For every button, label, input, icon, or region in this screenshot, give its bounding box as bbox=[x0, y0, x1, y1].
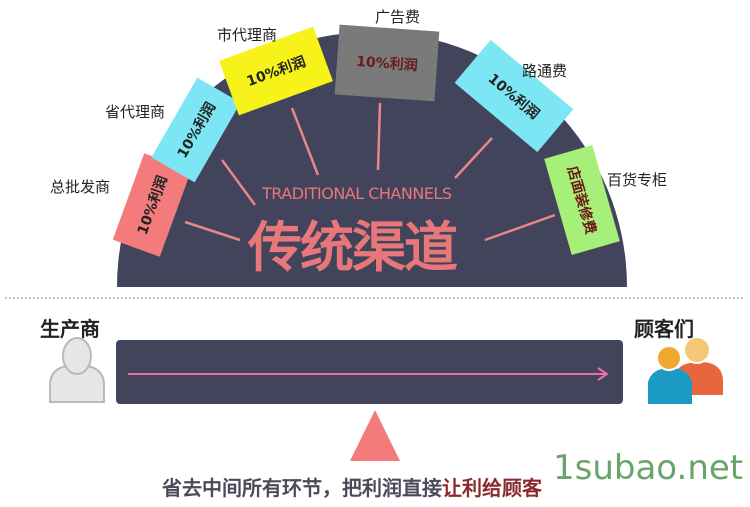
arrow-head-icon bbox=[597, 367, 609, 381]
english-title: TRADITIONAL CHANNELS bbox=[262, 184, 452, 203]
label-city-agent: 市代理商 bbox=[217, 26, 278, 44]
label-logistics: 路通费 bbox=[522, 62, 568, 80]
rays bbox=[184, 102, 556, 242]
customers-people-icon bbox=[648, 336, 723, 404]
label-department-store: 百货专柜 bbox=[607, 171, 668, 189]
pivot-triangle bbox=[350, 410, 400, 461]
caption-highlight: 让利给顾客 bbox=[442, 476, 542, 500]
channel-bar bbox=[116, 340, 623, 404]
segment-text: 10%利润 bbox=[134, 173, 171, 237]
segment-box-advertising: 10%利润 bbox=[334, 24, 440, 102]
label-provincial-agent: 省代理商 bbox=[105, 103, 166, 121]
label-wholesaler: 总批发商 bbox=[50, 178, 111, 196]
customers-label: 顾客们 bbox=[634, 317, 694, 341]
producer-label: 生产商 bbox=[40, 317, 100, 341]
label-advertising: 广告费 bbox=[375, 8, 421, 26]
segment-text: 10%利润 bbox=[355, 53, 419, 75]
caption: 省去中间所有环节，把利润直接让利给顾客 bbox=[162, 472, 542, 501]
chinese-title: 传统渠道 bbox=[248, 216, 458, 279]
segment-text: 店面装修费 bbox=[563, 164, 599, 237]
watermark: 1subao.net bbox=[553, 448, 744, 488]
segment-text: 10%利润 bbox=[244, 53, 308, 90]
caption-main: 省去中间所有环节，把利润直接 bbox=[162, 476, 442, 500]
producer-person-icon bbox=[49, 337, 105, 403]
